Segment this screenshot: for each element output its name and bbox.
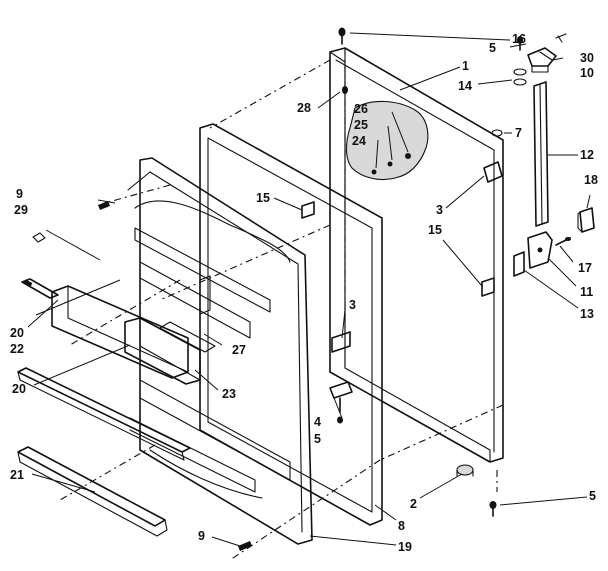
plug-7 — [491, 129, 503, 137]
door-shelf-upper — [51, 285, 189, 379]
callout-4: 4 — [314, 415, 321, 429]
callout-2: 2 — [410, 497, 417, 511]
shelf-23 — [124, 317, 201, 385]
stop-15-right — [481, 277, 495, 297]
callout-17: 17 — [578, 261, 592, 275]
callout-3-lower: 3 — [349, 298, 356, 312]
callout-26: 26 — [354, 102, 368, 116]
callout-labels: 16 30 5 10 1 14 28 26 25 24 7 12 9 29 15… — [10, 32, 598, 554]
hinge-bushing — [513, 68, 527, 86]
plug-29 — [32, 232, 46, 243]
callout-19: 19 — [398, 540, 412, 554]
callout-20-upper: 20 — [10, 326, 24, 340]
callout-20-lower: 20 — [12, 382, 26, 396]
hinge-bracket-13 — [513, 251, 525, 277]
callout-30: 30 — [580, 51, 594, 65]
end-cap-18 — [577, 207, 595, 233]
callout-21: 21 — [10, 468, 24, 482]
screw-bottom-5 — [489, 501, 497, 517]
screw-17 — [555, 237, 571, 246]
callout-25: 25 — [354, 118, 368, 132]
callout-11: 11 — [580, 285, 593, 299]
stop-15-left — [301, 201, 315, 219]
screw-28 — [342, 86, 348, 94]
part-30 — [555, 33, 567, 43]
door-bar-lower — [17, 446, 168, 537]
callout-24: 24 — [352, 134, 366, 148]
callout-18: 18 — [584, 173, 598, 187]
callout-1: 1 — [462, 59, 469, 73]
callout-16: 16 — [512, 32, 526, 46]
inner-door-liner — [127, 157, 313, 545]
callout-27: 27 — [232, 343, 246, 357]
handle-bracket-11 — [527, 231, 553, 269]
insulation-patch — [345, 100, 429, 181]
callout-14: 14 — [458, 79, 472, 93]
callout-15-right: 15 — [428, 223, 442, 237]
callout-12: 12 — [580, 148, 594, 162]
handle-12 — [533, 81, 549, 227]
door-gasket — [199, 123, 383, 526]
callout-9-lower: 9 — [198, 529, 205, 543]
callout-13: 13 — [580, 307, 594, 321]
door-bar-upper — [21, 278, 59, 299]
plug-9-upper — [98, 201, 110, 210]
door-bar-middle — [17, 367, 191, 461]
callout-10: 10 — [580, 66, 594, 80]
leader-lines — [27, 32, 591, 547]
top-hinge — [527, 47, 557, 73]
bottom-hinge — [456, 464, 474, 477]
callout-5-top: 5 — [489, 41, 496, 55]
callout-3-upper: 3 — [436, 203, 443, 217]
callout-7: 7 — [515, 126, 522, 140]
callout-5-bottom: 5 — [589, 489, 596, 503]
plug-9-lower — [238, 541, 252, 551]
screw-lower-5 — [337, 416, 343, 424]
callout-5-lower: 5 — [314, 432, 321, 446]
callout-29: 29 — [14, 203, 28, 217]
hinge-pin-4 — [329, 381, 353, 413]
callout-23: 23 — [222, 387, 236, 401]
callout-28: 28 — [297, 101, 311, 115]
screw-top-5 — [338, 27, 346, 45]
callout-15-left: 15 — [256, 191, 270, 205]
callout-22: 22 — [10, 342, 24, 356]
alignment-lines — [59, 48, 504, 561]
callout-8: 8 — [398, 519, 405, 533]
callout-9-upper: 9 — [16, 187, 23, 201]
stop-3-lower — [331, 331, 351, 353]
stop-3-upper — [483, 161, 503, 183]
